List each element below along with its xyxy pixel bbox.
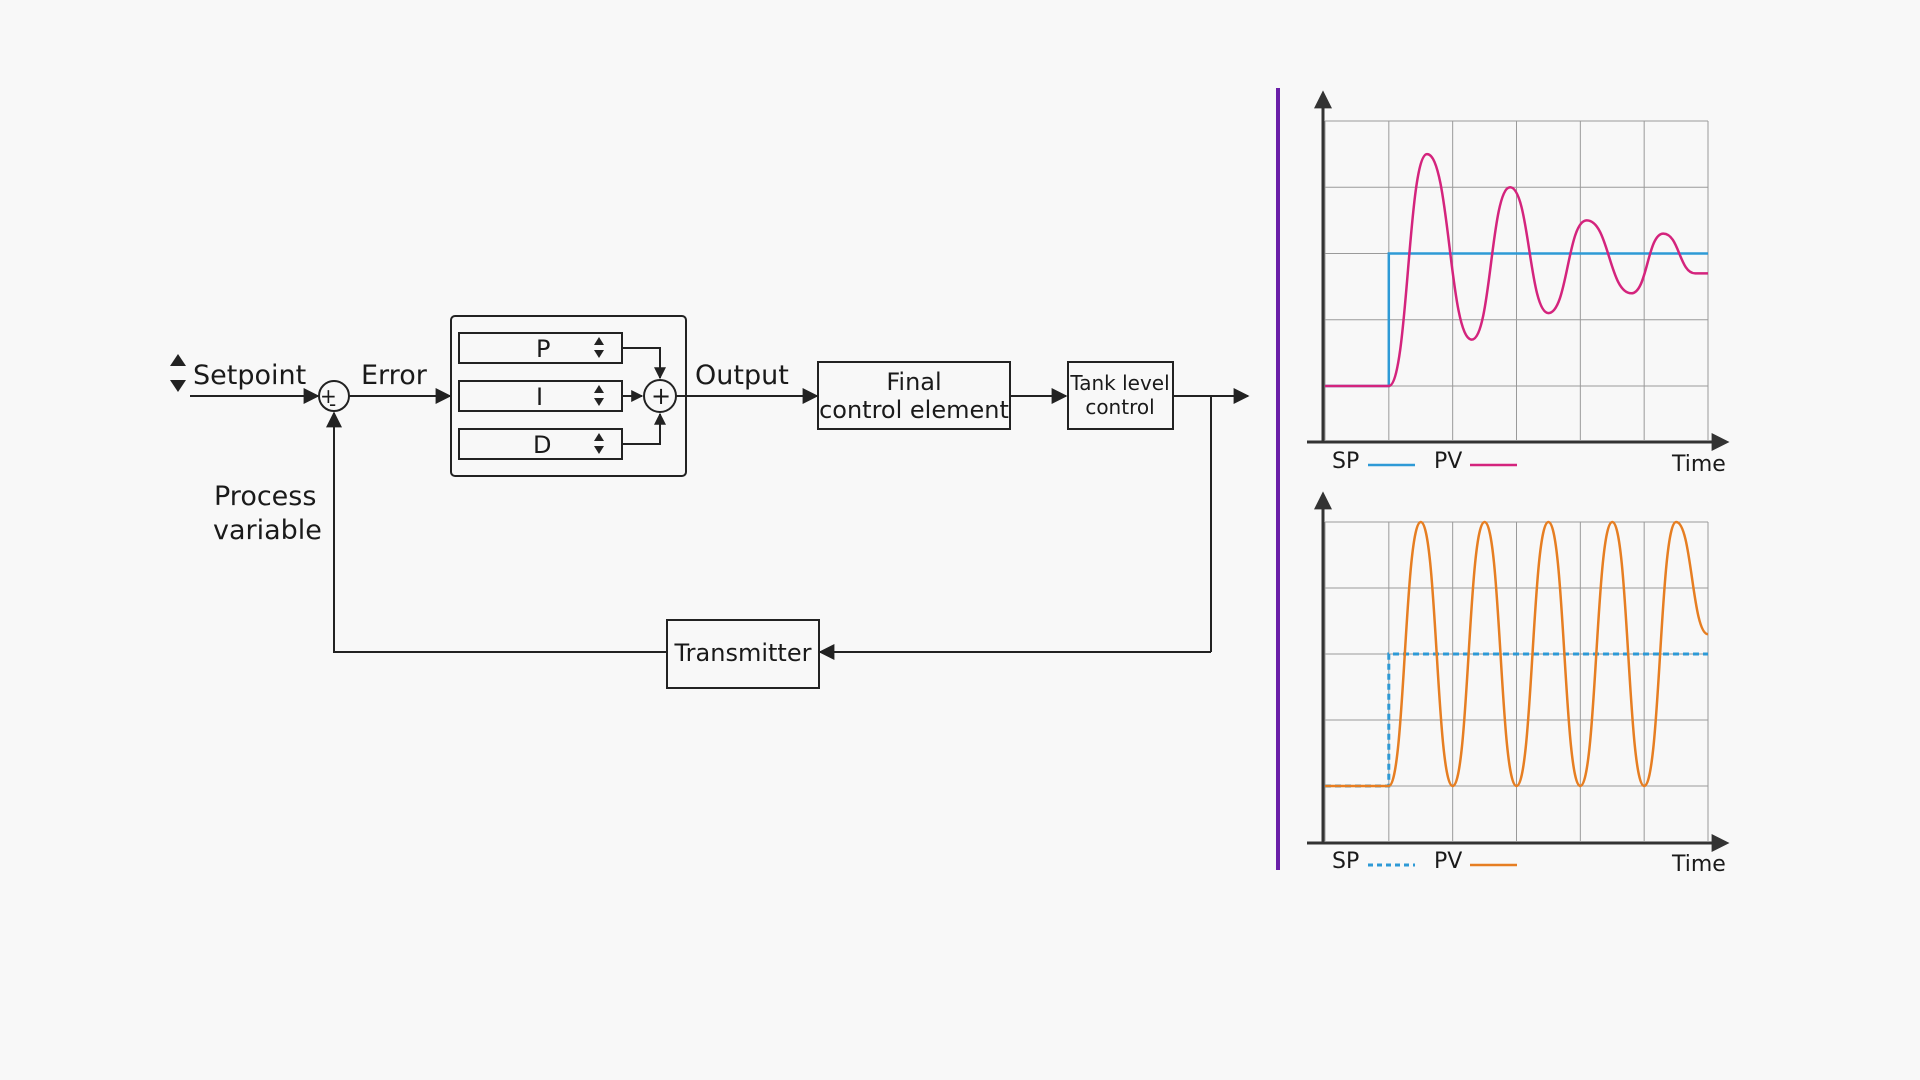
i-term-box[interactable]: I — [458, 380, 623, 412]
chart2-grid — [1324, 521, 1709, 841]
final-control-element-box: Final control element — [817, 361, 1011, 430]
d-term-wire — [622, 412, 666, 445]
error-label: Error — [361, 360, 428, 391]
error-summing-junction: + - — [318, 380, 350, 416]
block-diagram: Setpoint + - Error P I — [170, 315, 1250, 689]
summing-minus-sign: - — [329, 392, 336, 416]
process-variable-label-line2: variable — [213, 515, 322, 546]
setpoint-label: Setpoint — [193, 360, 306, 391]
i-term-spinner-icon[interactable] — [594, 385, 604, 406]
p-term-label: P — [536, 335, 550, 363]
p-term-wire — [622, 347, 666, 380]
chart2-legend-pv-label: PV — [1434, 849, 1462, 874]
output-label: Output — [695, 360, 789, 391]
tank-level-control-line2: control — [1085, 395, 1154, 419]
tank-level-control-line1: Tank level — [1069, 371, 1169, 395]
transmitter-box: Transmitter — [666, 619, 820, 689]
transmitter-return-wire — [326, 411, 667, 653]
chart1-legend-pv-label: PV — [1434, 449, 1462, 474]
d-term-box[interactable]: D — [458, 428, 623, 460]
chart1-legend-sp-label: SP — [1332, 449, 1359, 474]
chart2-pv-line — [1325, 520, 1709, 788]
transmitter-label: Transmitter — [674, 639, 812, 667]
final-control-element-line2: control element — [819, 396, 1009, 424]
pid-summing-junction: + — [643, 379, 677, 413]
p-term-box[interactable]: P — [458, 332, 623, 364]
p-term-spinner-icon[interactable] — [594, 337, 604, 358]
setpoint-adjust-icon[interactable] — [170, 354, 186, 392]
d-term-spinner-icon[interactable] — [594, 433, 604, 454]
final-control-element-line1: Final — [886, 368, 941, 396]
chart2-legend-sp-label: SP — [1332, 849, 1359, 874]
tank-level-control-box: Tank level control — [1067, 361, 1174, 430]
process-variable-label-line1: Process — [214, 481, 316, 512]
pid-sum-plus-sign: + — [651, 382, 671, 410]
chart1-pv-line — [1325, 152, 1708, 388]
d-term-label: D — [533, 431, 551, 459]
summing-plus-sign: + — [320, 384, 337, 408]
oscillating-response-chart: SP PV Time — [1307, 491, 1730, 877]
chart2-x-axis-label: Time — [1671, 852, 1726, 877]
chart1-x-axis-label: Time — [1671, 452, 1726, 477]
damped-response-chart: SP PV Time — [1307, 90, 1730, 477]
chart1-grid — [1324, 120, 1709, 440]
i-term-label: I — [536, 383, 543, 411]
pid-controller: P I D — [450, 315, 687, 477]
